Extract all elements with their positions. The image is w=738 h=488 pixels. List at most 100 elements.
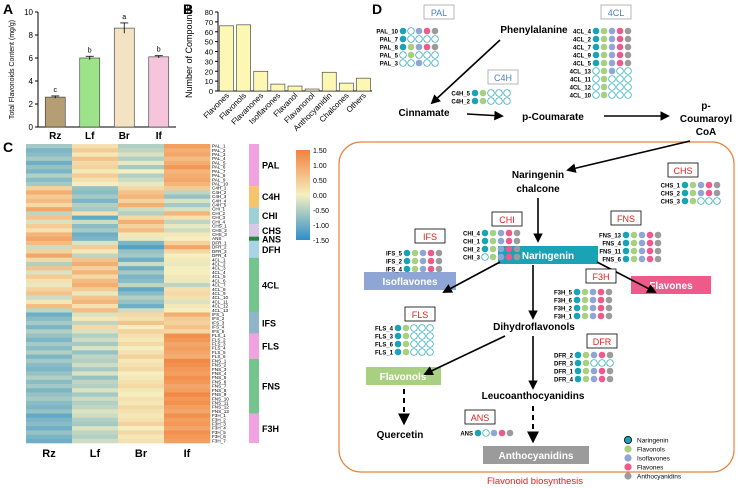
gene-label: C4H_5 [451,92,470,98]
gene-dot [402,332,410,340]
gene-dot [608,27,616,35]
heatmap-cell [118,169,165,174]
heatmap-cell [26,148,73,153]
heatmap-group-bar [249,240,259,258]
heatmap-row-label: CHS_2 [212,228,227,233]
heatmap-cell [118,257,165,263]
heatmap-cell [118,341,165,347]
heatmap-cell [26,434,73,440]
gene-label: CHS_1 [661,184,681,190]
gene-dot [573,288,581,296]
gene-dot [616,35,624,43]
gene-dot [402,340,410,348]
gene-dot [505,229,513,237]
heatmap-cell [26,362,73,368]
heatmap-cell [118,181,165,187]
enzyme-label: 4CL [608,8,625,18]
node-naringenin-chalcone: Naringenin [512,170,564,181]
heatmap-cell [118,304,165,309]
bar-b [270,83,286,92]
heatmap-cell [118,333,165,339]
heatmap-cell [72,181,119,187]
gene-label: IFS_5 [386,252,403,258]
heatmap-row-label: ANS [212,236,221,241]
gene-dot [590,375,598,383]
gene-label: FNS_4 [602,242,621,248]
heatmap-cell [118,190,165,195]
enzyme-label-box [414,228,446,244]
heatmap-cell [164,240,211,246]
heatmap-row-label: PAL_10 [212,181,228,186]
gene-dot [418,324,426,332]
gene-dot [419,249,427,257]
heatmap-cell [26,253,73,259]
heatmap-row-label: PAL_2 [212,148,226,153]
gene-dot [608,83,616,91]
node-naringenin-chalcone: chalcone [516,184,560,195]
gene-dot [630,231,638,239]
gene-dot [581,296,589,304]
gene-dot [589,312,597,320]
gene-dot [606,367,614,375]
gene-dot [616,27,624,35]
gene-dot [605,304,613,312]
heatmap-cell [26,329,73,334]
heatmap-cell [164,325,211,330]
heatmap-cell [118,346,165,351]
node-anthocyanidins-box [483,446,589,464]
gene-dot [573,296,581,304]
heatmap-cell [72,236,119,242]
heatmap-cell [72,346,119,351]
gene-dot [431,59,439,67]
heatmap-cell [164,245,211,250]
bar-b [321,71,337,92]
heatmap-row-label: 4CL_7 [212,283,226,288]
heatmap-cell [118,358,165,364]
heatmap-cell [164,156,211,162]
gene-dot [606,351,614,359]
gene-dot [415,43,423,51]
arrow-dihydro-flavonols [423,335,506,376]
gene-dot [605,312,613,320]
gene-dot [498,429,506,437]
heatmap-cell [72,253,119,259]
gene-label: F3H_1 [554,315,573,321]
heatmap-cell [26,224,73,229]
heatmap-cell [164,299,211,305]
heatmap-row-label: CHI_3 [212,215,225,220]
heatmap-cell [72,316,119,322]
node-isoflavones: Isoflavones [382,277,437,288]
heatmap-cell [118,392,165,397]
y-tick-label-a: 10 [24,8,33,17]
gene-dot [495,97,503,105]
gene-dot [624,59,632,67]
heatmap-cell [118,261,165,267]
heatmap-row-label: 4CL_11 [212,299,228,304]
heatmap-cell [118,224,165,229]
gene-dot [582,351,590,359]
heatmap-scale-label: -0.50 [313,208,329,215]
heatmap-cell [26,232,73,237]
gene-dot [592,27,600,35]
heatmap-cell [164,379,211,385]
gene-dot [399,51,407,59]
heatmap-cell [26,409,73,414]
gene-label: PAL_5 [380,54,399,60]
heatmap-group-label: FLS [262,342,279,352]
enzyme-label: C4H [494,73,512,83]
enzyme-label: FNS [617,214,635,224]
heatmap-cell [26,282,73,288]
heatmap-cell [72,219,119,225]
heatmap-cell [72,392,119,397]
heatmap-cell [72,350,119,355]
heatmap-row-label: IFS_4 [212,325,225,330]
gene-dot [630,239,638,247]
heatmap-cell [164,278,211,284]
gene-dot [689,189,697,197]
gene-dot [581,288,589,296]
heatmap-cell [118,186,165,191]
heatmap-cell [164,219,211,225]
bar-b [339,82,354,92]
heatmap-row-label: FNS_12 [212,405,229,410]
